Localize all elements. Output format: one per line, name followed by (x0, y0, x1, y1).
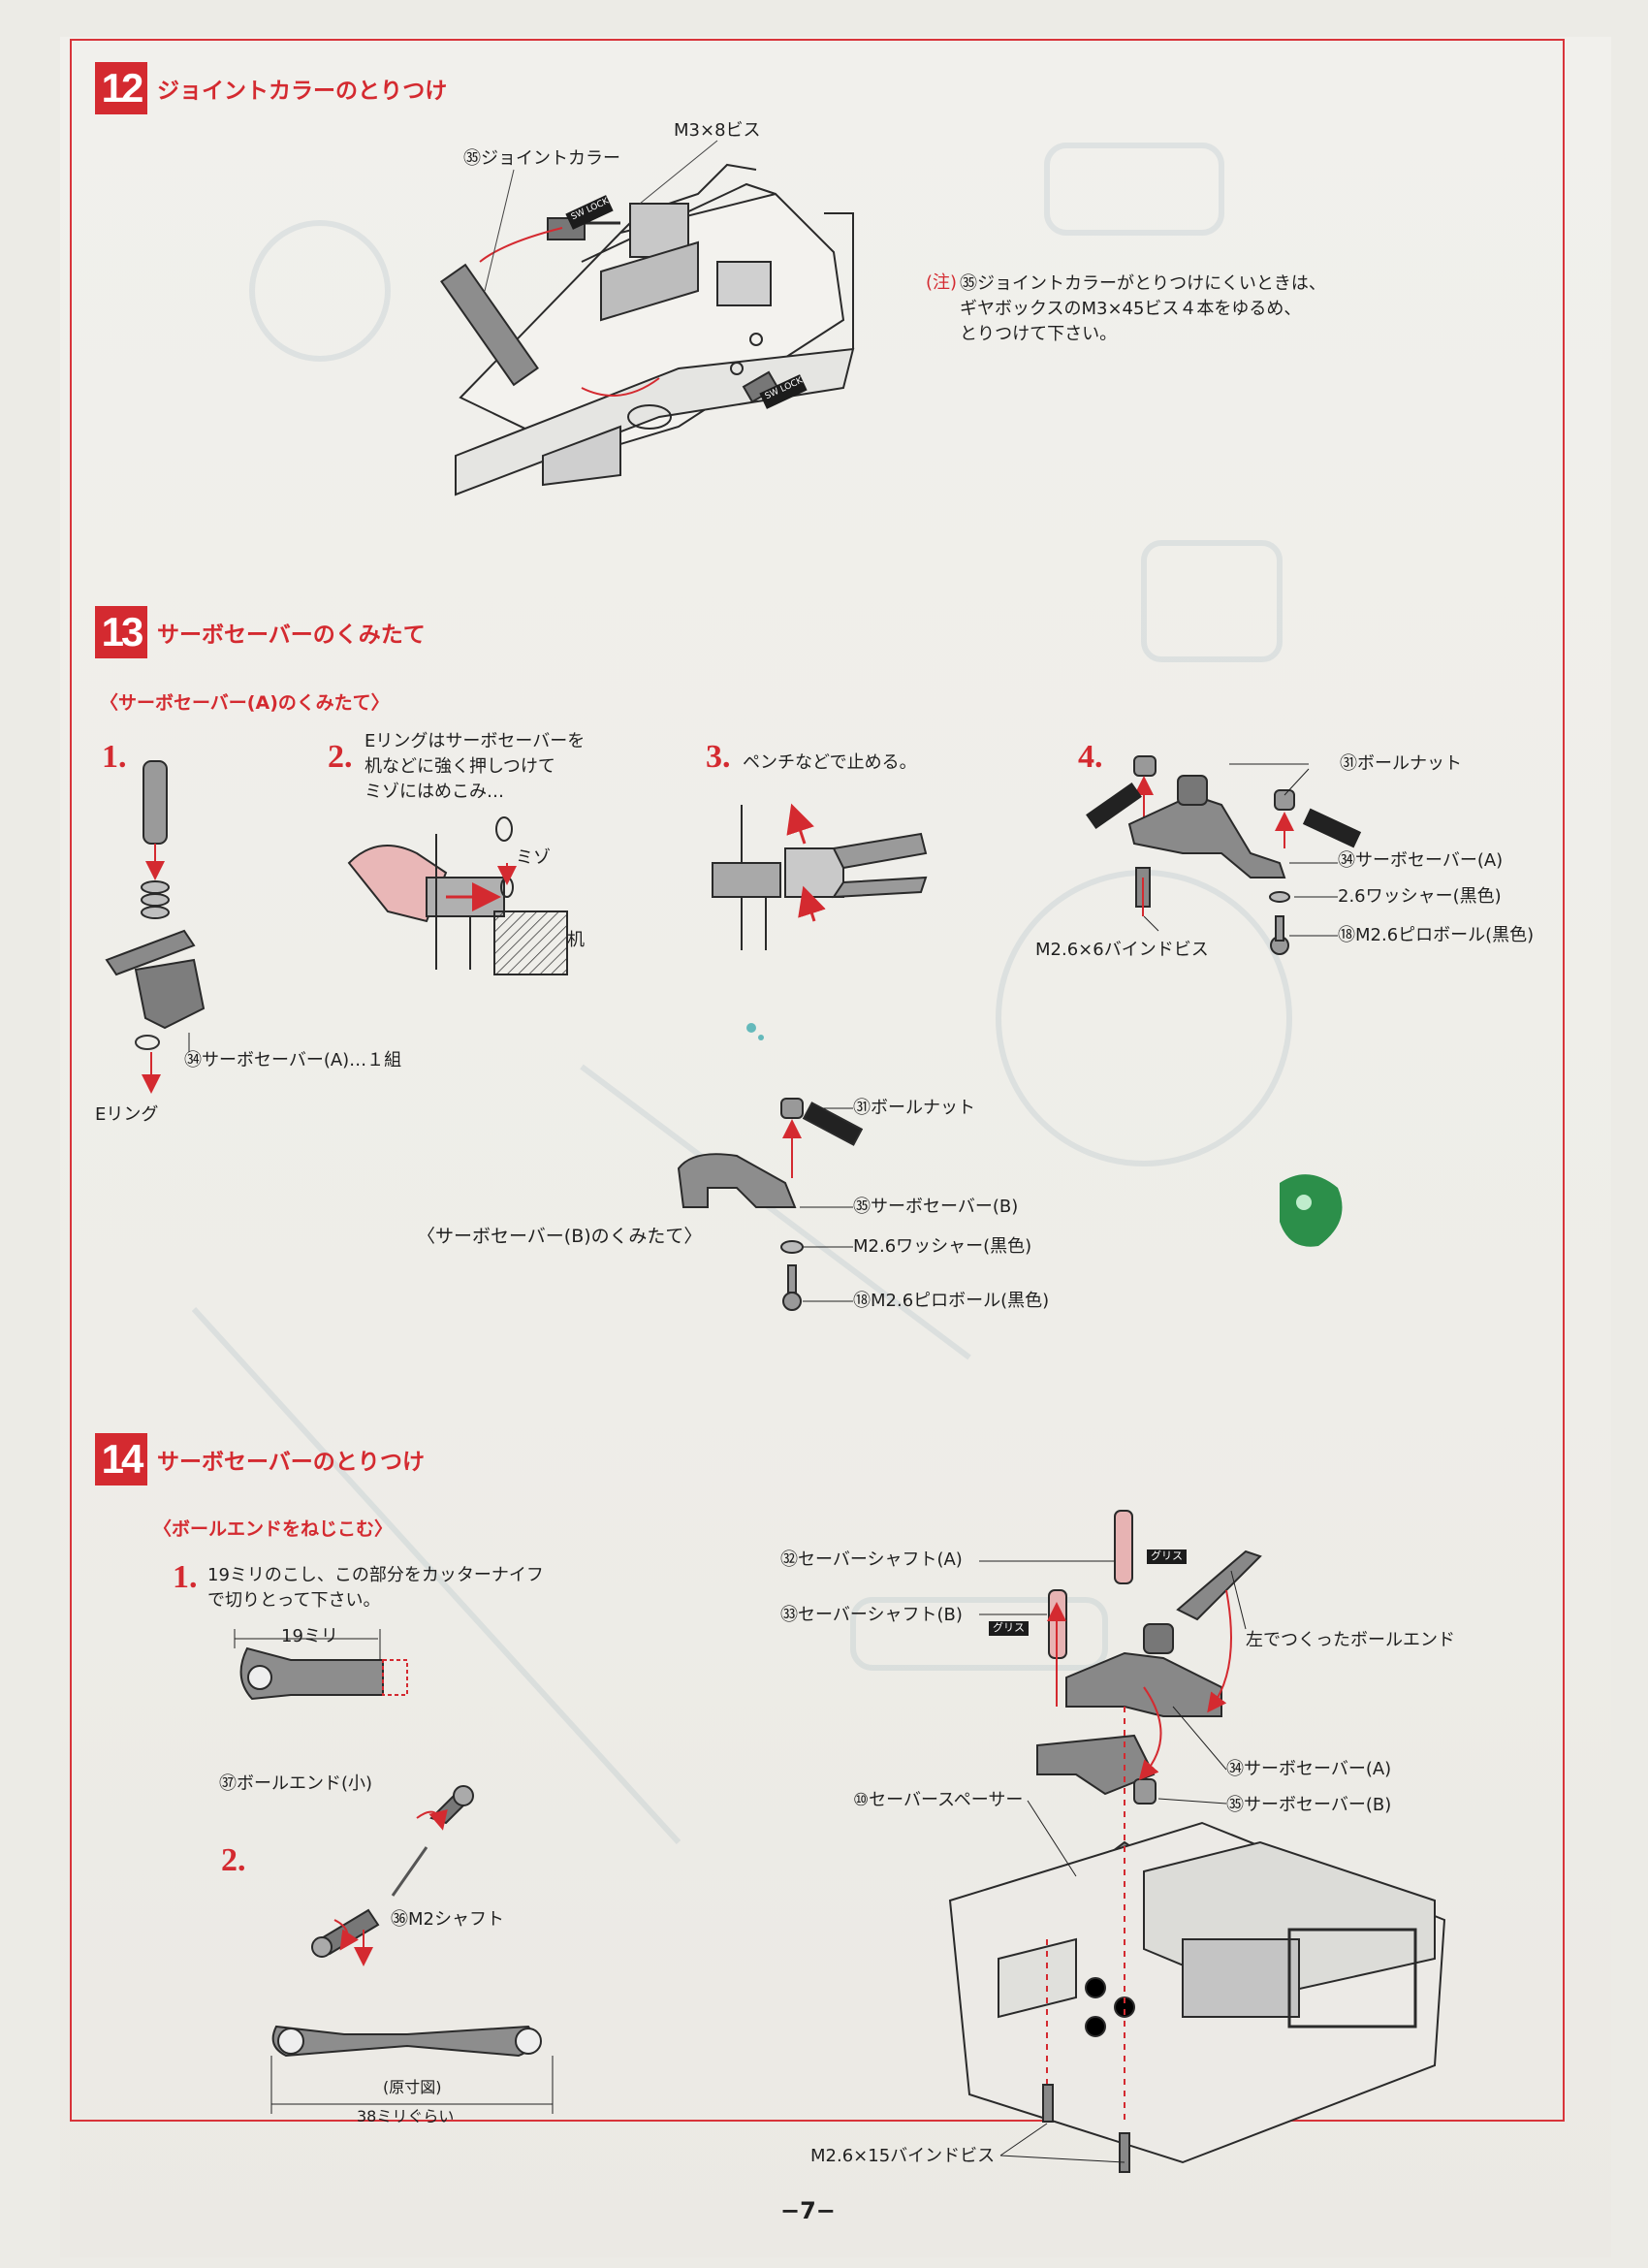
label-shaft-a: ㉜セーバーシャフト(A) (780, 1549, 963, 1570)
section13-step3-drawing (712, 803, 928, 950)
label-desk: 机 (567, 930, 585, 950)
page-border (70, 39, 1565, 2122)
label-ball-end-left: 左でつくったボールエンド (1246, 1630, 1455, 1650)
label-bind-screw-15: M2.6×15バインドビス (810, 2146, 996, 2166)
step3-number: 3. (706, 739, 731, 775)
note-text: ㉟ジョイントカラーがとりつけにくいときは、 ギヤボックスのM3×45ビス４本をゆ… (960, 273, 1326, 345)
label-saver-a: ㉞サーボセーバー(A) (1338, 850, 1504, 871)
section14-assembly-drawing (948, 1510, 1446, 2173)
label-ball-nut-b: ㉛ボールナット (853, 1098, 975, 1118)
grease-label: グリス (1147, 1549, 1187, 1564)
s14-step2-number: 2. (221, 1842, 246, 1878)
step2-text: Eリングはサーボセーバーを 机などに強く押しつけて ミゾにはめこみ… (364, 731, 586, 803)
label-washer: 2.6ワッシャー(黒色) (1338, 886, 1502, 907)
label-joint-collar: ㉟ジョイントカラー (463, 148, 620, 169)
step4-number: 4. (1078, 739, 1103, 775)
label-bind-screw: M2.6×6バインドビス (1035, 940, 1209, 960)
section14-title: サーボセーバーのとりつけ (157, 1450, 425, 1475)
label-actual-size: (原寸図) (383, 2078, 442, 2096)
subtitle-ball-end: 〈ボールエンドをねじこむ〉 (153, 1518, 394, 1540)
section14-actual-size-drawing (270, 2025, 554, 2114)
label-ball-end-small: ㊲ボールエンド(小) (219, 1773, 373, 1794)
label-m3x8-screw: M3×8ビス (674, 120, 761, 141)
section13-saver-b-drawing (677, 1098, 864, 1311)
section12-heading: 12 ジョイントカラーのとりつけ (95, 62, 447, 114)
label-m2-shaft: ㊱M2シャフト (391, 1909, 504, 1930)
label-ball-nut: ㉛ボールナット (1340, 753, 1462, 774)
section13-heading: 13 サーボセーバーのくみたて (95, 606, 426, 658)
label-saver-a-14: ㉞サーボセーバー(A) (1226, 1759, 1392, 1779)
section12-number: 12 (95, 62, 147, 114)
section14-number: 14 (95, 1433, 147, 1485)
section13-number: 13 (95, 606, 147, 658)
grease-label: グリス (989, 1621, 1029, 1636)
label-washer-b: M2.6ワッシャー(黒色) (853, 1236, 1032, 1257)
section13-step4-drawing (1086, 755, 1362, 955)
leader-lines (188, 763, 1338, 2163)
label-e-ring: Eリング (95, 1104, 159, 1125)
subtitle-saver-b: 〈サーボセーバー(B)のくみたて〉 (417, 1226, 703, 1247)
step1-number: 1. (102, 739, 127, 775)
s14-step1-number: 1. (173, 1559, 198, 1595)
stain-marks (746, 1023, 1343, 1247)
dim-19mm: 19ミリ (281, 1626, 338, 1646)
dim-38mm: 38ミリぐらい (357, 2107, 455, 2125)
label-pillow-ball: ⑱M2.6ピロボール(黒色) (1338, 925, 1535, 945)
note-mark: (注) (926, 272, 958, 293)
page-number: −7− (780, 2197, 836, 2224)
step3-text: ペンチなどで止める。 (743, 752, 917, 773)
section14-heading: 14 サーボセーバーのとりつけ (95, 1433, 425, 1485)
label-shaft-b: ㉝セーバーシャフト(B) (780, 1605, 963, 1625)
label-saver-a-set: ㉞サーボセーバー(A)…１組 (184, 1050, 402, 1070)
label-saver-b: ㉟サーボセーバー(B) (853, 1197, 1019, 1217)
section13-step2-drawing (347, 816, 568, 975)
subtitle-saver-a: 〈サーボセーバー(A)のくみたて〉 (100, 692, 390, 714)
section14-step2-drawing (311, 1785, 474, 1966)
s14-step1-text: 19ミリのこし、この部分をカッターナイフ で切りとって下さい。 (207, 1565, 544, 1612)
label-saver-spacer: ⑩セーバースペーサー (853, 1790, 1024, 1810)
label-groove: ミゾ (516, 847, 551, 868)
label-pillow-ball-b: ⑱M2.6ピロボール(黒色) (853, 1291, 1050, 1311)
step2-number: 2. (328, 739, 353, 775)
sw-lock-stamps (565, 195, 808, 409)
section13-step1-drawing (105, 760, 206, 1094)
section14-step1-drawing (234, 1629, 408, 1701)
section13-title: サーボセーバーのくみたて (157, 623, 426, 648)
label-saver-b-14: ㉟サーボセーバー(B) (1226, 1795, 1392, 1815)
section12-chassis-drawing (440, 140, 855, 496)
section12-title: ジョイントカラーのとりつけ (157, 79, 448, 104)
